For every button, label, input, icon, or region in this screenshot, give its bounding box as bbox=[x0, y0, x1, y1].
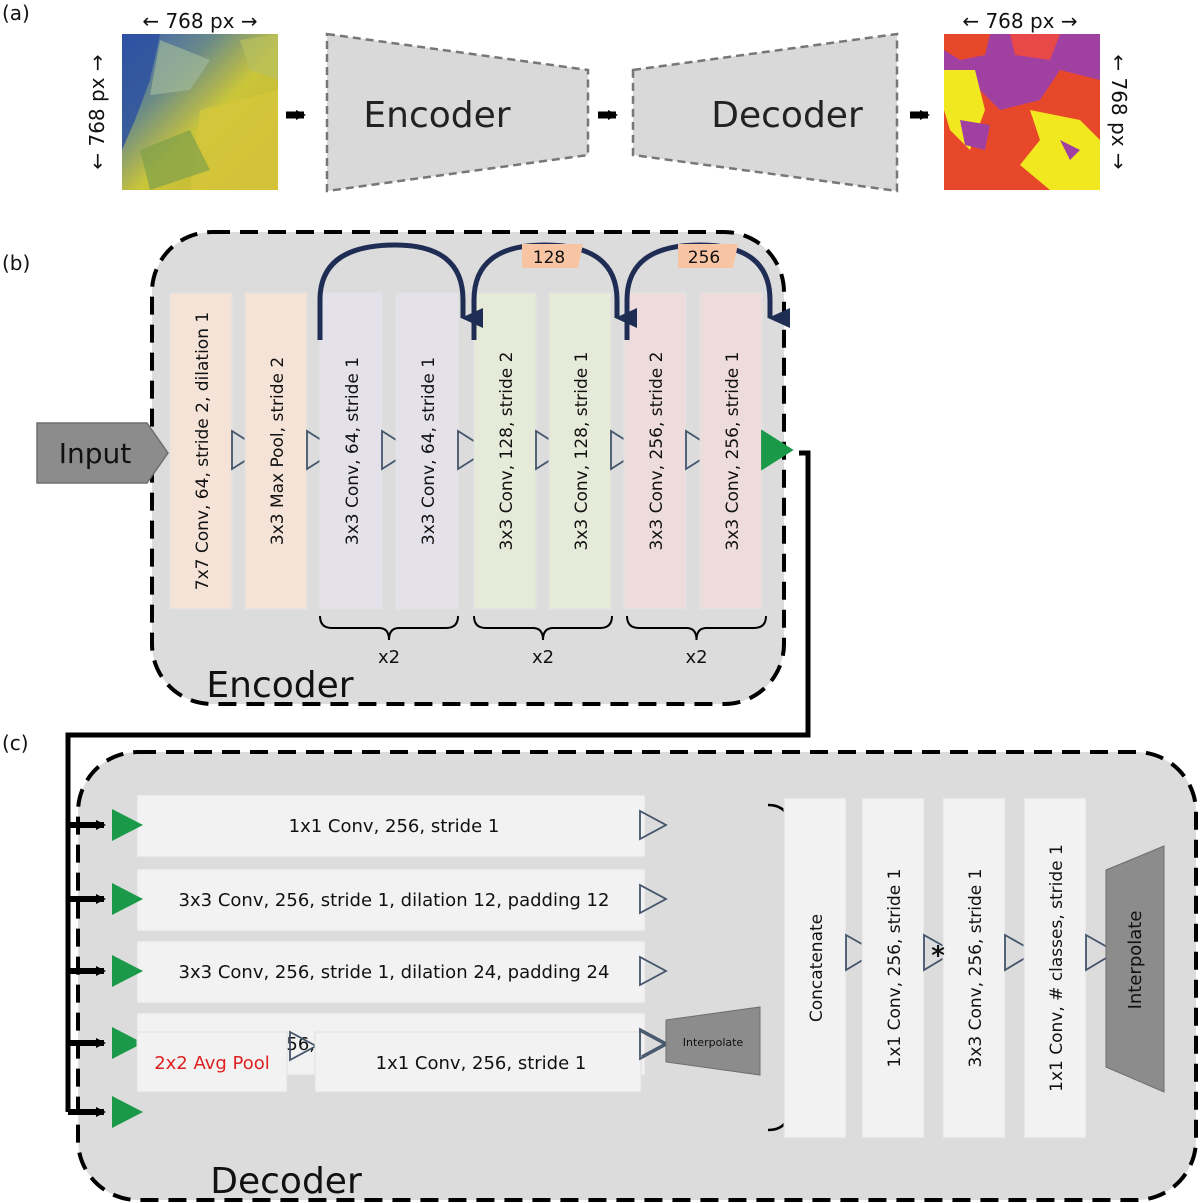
input-triangle-icon bbox=[112, 809, 143, 841]
decoder-trapezoid bbox=[631, 32, 899, 193]
avg-pool-label: 2x2 Avg Pool bbox=[154, 1053, 270, 1074]
star-label: * bbox=[931, 941, 945, 971]
encoder-block-label: 3x3 Conv, 128, stride 2 bbox=[497, 352, 517, 551]
encoder-region-label: Encoder bbox=[206, 665, 353, 706]
encoder-block bbox=[244, 292, 308, 610]
output-width-label: ← 768 px → bbox=[962, 9, 1077, 33]
encoder-block bbox=[395, 292, 459, 610]
flow-triangle-icon bbox=[639, 1029, 668, 1061]
flow-triangle-icon bbox=[923, 933, 956, 972]
encoder-block bbox=[169, 292, 233, 610]
panel-a-label: (a) bbox=[2, 1, 30, 25]
repeat-bracket bbox=[626, 615, 767, 641]
encoder-block-label: 3x3 Conv, 64, stride 1 bbox=[343, 357, 363, 545]
encoder-blocks: 7x7 Conv, 64, stride 2, dilation 1 3x3 Ma… bbox=[169, 292, 794, 610]
panel-c-label: (c) bbox=[2, 731, 29, 755]
input-triangle-icon bbox=[112, 955, 143, 987]
repeat-bracket bbox=[473, 615, 613, 641]
flow-triangle-icon bbox=[845, 933, 878, 972]
pool-conv-block bbox=[314, 1031, 642, 1093]
flow-triangle-icon bbox=[1085, 933, 1118, 972]
repeat-bracket bbox=[319, 615, 459, 641]
encoder-block-label: 3x3 Conv, 256, stride 2 bbox=[647, 352, 667, 551]
input-triangle-icon bbox=[112, 1027, 143, 1059]
flow-triangle-icon bbox=[639, 883, 668, 915]
small-interpolate-block bbox=[665, 1006, 761, 1076]
repeat-label: x2 bbox=[532, 647, 554, 668]
branch-label: 3x3 Conv, 256, stride 1, dilation 24, pa… bbox=[179, 962, 610, 983]
flow-triangle-icon bbox=[1004, 933, 1037, 972]
encoder-block-label: 3x3 Conv, 256, stride 1 bbox=[723, 352, 743, 551]
branch-block bbox=[136, 794, 646, 858]
repeat-label: x2 bbox=[685, 647, 707, 668]
small-interpolate-label: Interpolate bbox=[683, 1036, 744, 1049]
head-block-label: 3x3 Conv, 256, stride 1 bbox=[966, 869, 986, 1068]
branch-block bbox=[136, 868, 646, 932]
encoder-block bbox=[473, 292, 537, 610]
encoder-block-label: 3x3 Conv, 64, stride 1 bbox=[419, 357, 439, 545]
head-block-label: 1x1 Conv, # classes, stride 1 bbox=[1047, 844, 1067, 1092]
encoder-label: Encoder bbox=[363, 95, 510, 136]
head-block bbox=[783, 797, 847, 1139]
branch-block bbox=[136, 940, 646, 1004]
input-node bbox=[36, 422, 169, 484]
svg-text:128: 128 bbox=[533, 248, 565, 268]
decoder-label: Decoder bbox=[711, 95, 863, 136]
output-height-label: ← 768 px → bbox=[1107, 54, 1131, 169]
interpolate-label: Interpolate bbox=[1125, 911, 1146, 1010]
input-satellite-image bbox=[122, 34, 278, 190]
decoder-region-label: Decoder bbox=[210, 1161, 362, 1202]
output-segmentation-map bbox=[944, 34, 1100, 190]
pool-conv-label: 1x1 Conv, 256, stride 1 bbox=[376, 1053, 587, 1074]
encoder-block bbox=[699, 292, 763, 610]
encoder-block bbox=[548, 292, 612, 610]
branch-label: 3x3 Conv, 256, stride 1, dilation 12, pa… bbox=[179, 890, 610, 911]
encoder-block bbox=[319, 292, 383, 610]
repeat-label: x2 bbox=[378, 647, 400, 668]
avg-pool-block bbox=[136, 1031, 288, 1093]
encoder-block bbox=[623, 292, 687, 610]
skip-arrow-icon bbox=[317, 242, 483, 340]
input-height-label: ← 768 px → bbox=[85, 54, 109, 169]
input-width-label: ← 768 px → bbox=[142, 9, 257, 33]
skip-tag-128: 128 bbox=[522, 244, 583, 268]
flow-triangle-icon bbox=[457, 429, 490, 471]
svg-text:256: 256 bbox=[688, 248, 720, 268]
head-block bbox=[861, 797, 925, 1139]
encoder-trapezoid bbox=[325, 32, 590, 193]
head-block bbox=[1023, 797, 1087, 1139]
flow-triangle-icon bbox=[289, 1030, 318, 1062]
input-triangle-icon bbox=[112, 883, 143, 915]
input-triangle-icon bbox=[112, 1096, 143, 1128]
encoder-block-label: 3x3 Conv, 128, stride 1 bbox=[572, 352, 592, 551]
flow-triangle-icon bbox=[639, 955, 668, 987]
head-block bbox=[942, 797, 1006, 1139]
branch-label: 1x1 Conv, 256, stride 1 bbox=[289, 816, 500, 837]
input-label: Input bbox=[59, 437, 132, 470]
output-triangle-icon bbox=[761, 429, 794, 471]
encoder-block-label: 7x7 Conv, 64, stride 2, dilation 1 bbox=[193, 312, 213, 590]
encoder-block-label: 3x3 Max Pool, stride 2 bbox=[268, 357, 288, 545]
head-block-label: Concatenate bbox=[807, 914, 827, 1022]
flow-triangle-icon bbox=[639, 809, 668, 841]
repeat-brackets: x2 x2 x2 bbox=[319, 615, 767, 668]
panel-b-label: (b) bbox=[2, 251, 30, 275]
head-block-label: 1x1 Conv, 256, stride 1 bbox=[885, 869, 905, 1068]
interpolate-block bbox=[1105, 845, 1165, 1093]
head-blocks: Concatenate 1x1 Conv, 256, stride 1 3x3 Co… bbox=[783, 797, 1118, 1139]
skip-tag-256: 256 bbox=[678, 244, 738, 268]
